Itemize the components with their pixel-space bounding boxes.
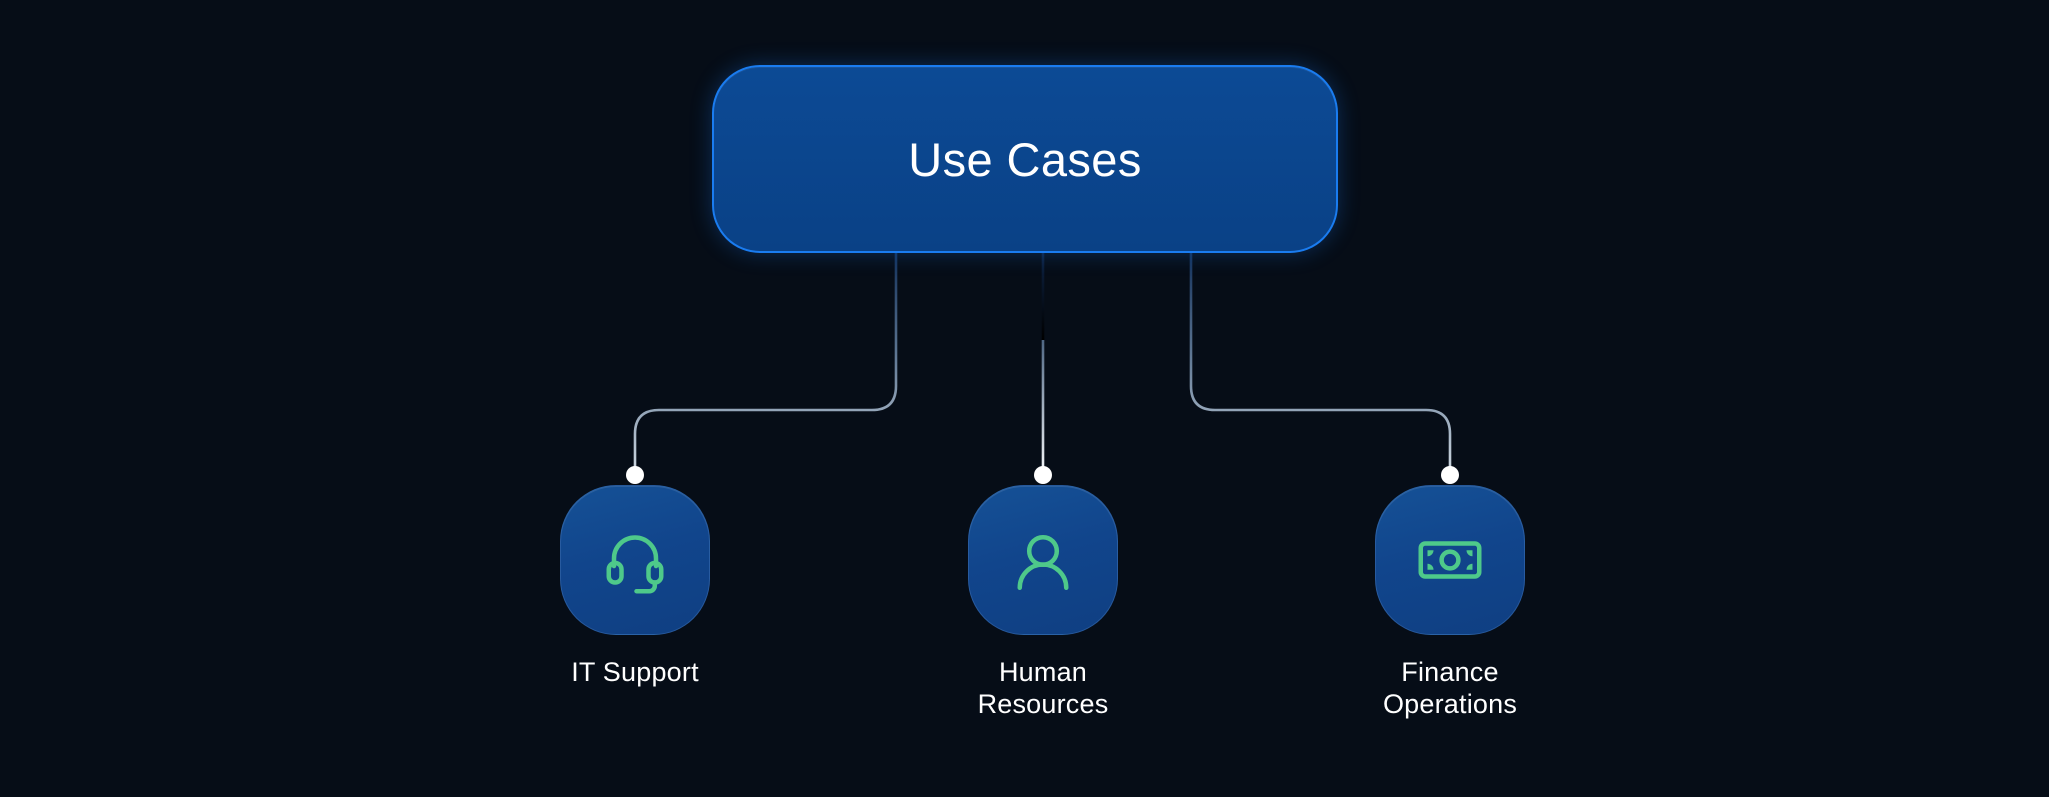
headset-icon [606,535,664,594]
connector-finance-operations [1189,251,1452,472]
child-tile-human-resources[interactable] [968,485,1118,635]
root-node-title: Use Cases [908,132,1142,186]
connector-dot-finance-operations [1441,466,1459,484]
person-icon [1017,534,1069,590]
child-label-it-support: IT Support [571,657,699,687]
child-node-finance-operations[interactable]: Finance Operations [1355,485,1545,721]
banknote-icon [1418,541,1482,579]
child-tile-finance-operations[interactable] [1375,485,1525,635]
connector-dot-human-resources [1034,466,1052,484]
child-node-it-support[interactable]: IT Support [540,485,730,689]
connector-it-support [633,251,898,472]
child-tile-it-support[interactable] [560,485,710,635]
child-label-human-resources: Human Resources [977,657,1109,719]
root-node-use-cases[interactable]: Use Cases [712,65,1338,253]
child-label-finance-operations: Finance Operations [1382,657,1518,719]
child-node-human-resources[interactable]: Human Resources [948,485,1138,721]
connector-dot-it-support [626,466,644,484]
